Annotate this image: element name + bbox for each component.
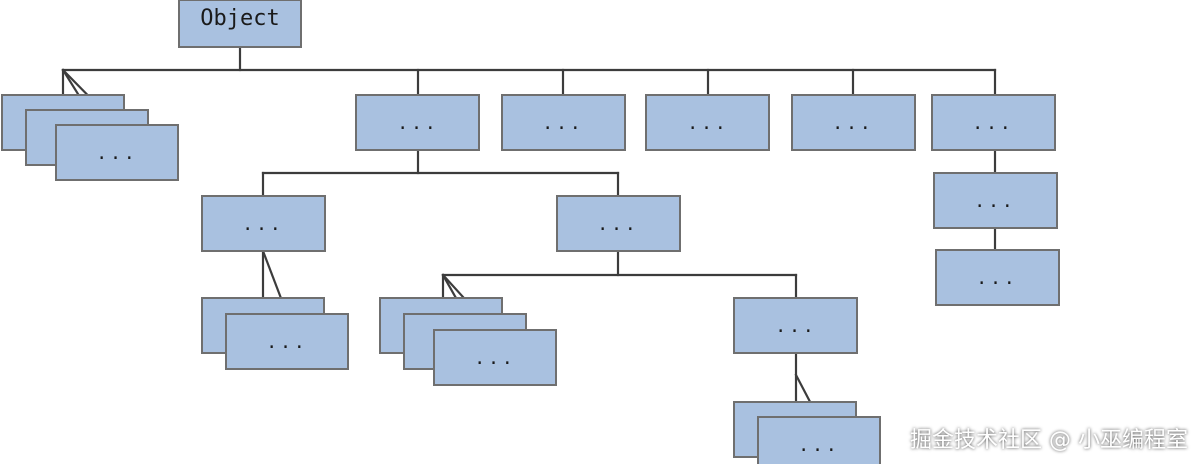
root-label: Object: [200, 6, 279, 31]
watermark-text: 掘金技术社区 @ 小巫编程室: [910, 428, 1188, 453]
node-label: ...: [474, 348, 516, 369]
node-label: ...: [242, 214, 284, 235]
node-label: ...: [542, 113, 584, 134]
node-label: ...: [266, 332, 308, 353]
hierarchy-edges: [61, 45, 997, 419]
node-e-grandchild: ...: [935, 249, 1060, 306]
node-stack-left: ...: [1, 94, 179, 181]
node-a-right: ...: [556, 195, 681, 252]
node-e: ...: [931, 94, 1056, 151]
node-object-root: Object: [178, 0, 302, 48]
node-b: ...: [501, 94, 626, 151]
node-a-left: ...: [201, 195, 326, 252]
node-stack-a-left: ...: [201, 297, 349, 370]
node-label: ...: [972, 113, 1014, 134]
node-stack-bottom: ...: [733, 401, 881, 464]
node-label: ...: [974, 191, 1016, 212]
node-e-child: ...: [933, 172, 1058, 229]
node-a: ...: [355, 94, 480, 151]
node-label: ...: [96, 143, 138, 164]
node-label: ...: [832, 113, 874, 134]
node-label: ...: [976, 268, 1018, 289]
node-a-right-child: ...: [733, 297, 858, 354]
node-label: ...: [597, 214, 639, 235]
node-label: ...: [397, 113, 439, 134]
hierarchy-nodes: Object ... ... ... ... ... ...: [1, 0, 1060, 464]
node-d: ...: [791, 94, 916, 151]
node-c: ...: [645, 94, 770, 151]
node-label: ...: [798, 435, 840, 456]
node-stack-a-right: ...: [379, 297, 557, 386]
node-label: ...: [775, 316, 817, 337]
node-label: ...: [687, 113, 729, 134]
